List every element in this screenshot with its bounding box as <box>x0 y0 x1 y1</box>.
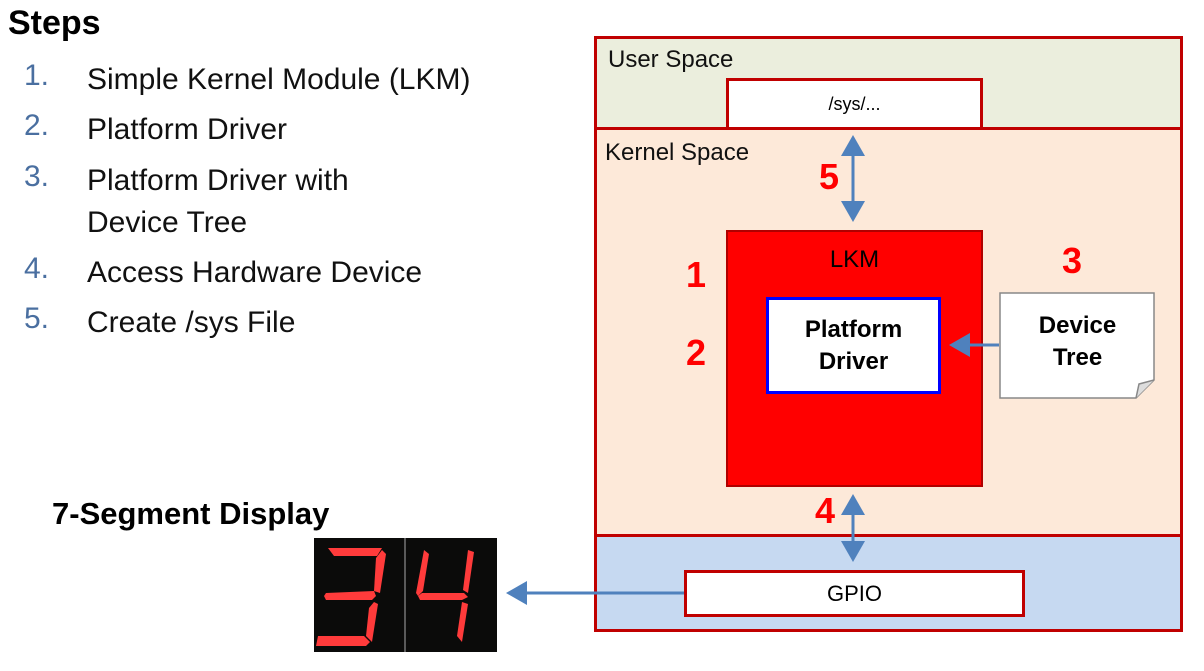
user-space-label: User Space <box>608 46 734 73</box>
digit-3 <box>316 548 386 646</box>
digit-4 <box>416 550 474 642</box>
seven-segment-display <box>314 538 497 652</box>
device-tree-document-icon <box>999 292 1155 399</box>
device-tree-box: Device Tree <box>1038 312 1117 371</box>
marker-3: 3 <box>1062 240 1083 281</box>
platform-driver-box: Platform Driver <box>766 297 941 394</box>
marker-1: 1 <box>686 254 707 295</box>
marker-5: 5 <box>819 156 840 197</box>
gpio-box: GPIO <box>684 570 1025 617</box>
marker-4: 4 <box>815 490 836 531</box>
kernel-space-label: Kernel Space <box>605 139 750 166</box>
steps-title: Steps <box>8 4 101 42</box>
marker-2: 2 <box>686 332 707 373</box>
seven-segment-title: 7-Segment Display <box>52 496 330 531</box>
sys-file-box: /sys/... <box>726 78 983 130</box>
